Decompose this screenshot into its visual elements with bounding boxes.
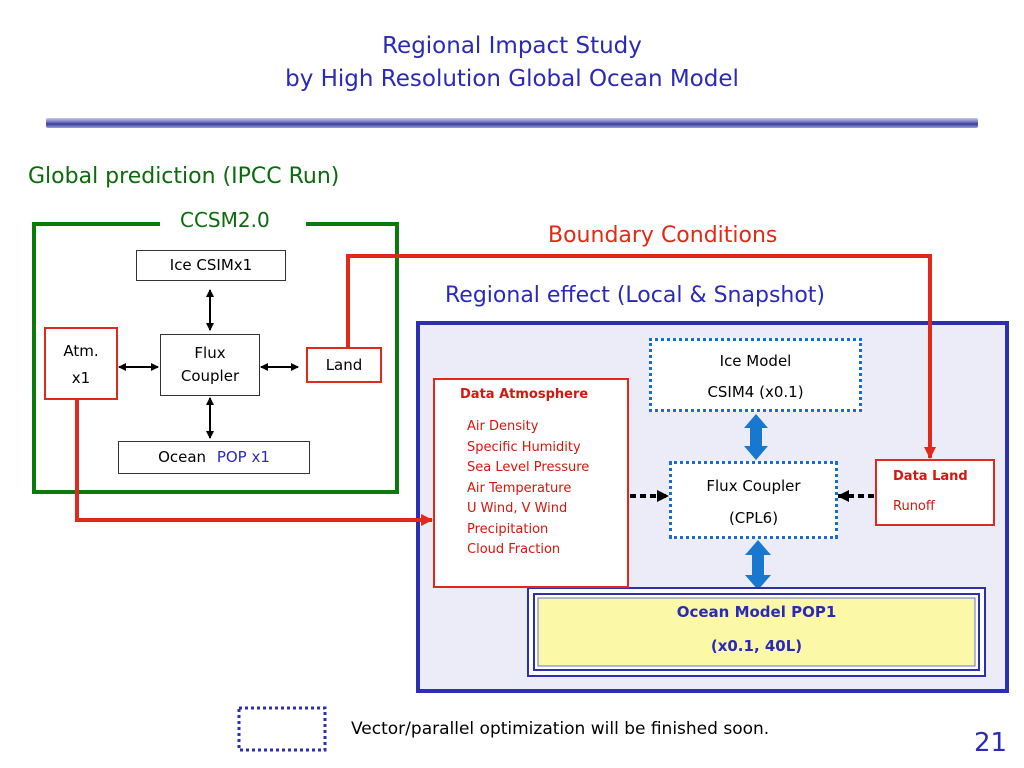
legend-text: Vector/parallel optimization will be fin… [351, 719, 770, 739]
ccsm-atm-box: Atm. x1 [44, 327, 118, 400]
ocean-model-line2: (x0.1, 40L) [710, 637, 803, 655]
list-item: Precipitation [467, 521, 549, 537]
page-number: 21 [974, 728, 1008, 758]
data-atmosphere-box: Data Atmosphere Air Density Specific Hum… [433, 378, 629, 588]
flux-coupler-line2: (CPL6) [728, 509, 779, 527]
red-line-atm-to-data-atmosphere [75, 400, 433, 526]
data-atmosphere-title: Data Atmosphere [460, 387, 589, 402]
red-line-land-to-data-land [346, 254, 936, 459]
flux-coupler-line1: Flux Coupler [706, 477, 801, 495]
list-item: Air Density [467, 419, 539, 434]
title-line-1: Regional Impact Study [382, 33, 642, 59]
ccsm-label: CCSM2.0 [180, 208, 270, 232]
ccsm-ice-box: Ice CSIMx1 [136, 250, 286, 281]
ccsm-flux-line2: Coupler [180, 367, 240, 385]
data-land-box: Data Land Runoff [875, 459, 995, 526]
ccsm-ice-label: Ice CSIMx1 [169, 256, 253, 274]
ccsm-land-label: Land [325, 356, 363, 374]
ccsm-flux-coupler-box: Flux Coupler [160, 334, 260, 396]
flux-coupler-box: Flux Coupler (CPL6) [669, 461, 838, 539]
blue-double-arrow-top [744, 414, 768, 460]
data-land-runoff: Runoff [893, 499, 935, 514]
ocean-model-fill [537, 597, 976, 667]
boundary-conditions-label: Boundary Conditions [548, 223, 778, 248]
list-item: U Wind, V Wind [467, 501, 568, 516]
title-divider [46, 118, 978, 128]
ocean-model-line1: Ocean Model POP1 [676, 603, 837, 621]
ccsm-flux-line1: Flux [194, 344, 226, 362]
list-item: Air Temperature [467, 480, 572, 496]
ccsm-atm-resolution: x1 [71, 369, 91, 387]
ccsm-land-box: Land [306, 347, 382, 383]
legend-dotted-box [237, 706, 327, 752]
list-item: Specific Humidity [467, 439, 581, 455]
ccsm-atm-label: Atm. [63, 342, 99, 360]
title-line-2: by High Resolution Global Ocean Model [285, 66, 739, 92]
regional-effect-heading-text: Regional effect (Local & Snapshot) [445, 283, 826, 308]
ccsm-frame [32, 222, 399, 494]
ccsm-ocean-box: Ocean POP x1 [118, 441, 310, 474]
ccsm-ocean-prefix: Ocean [158, 448, 207, 466]
ccsm-ocean-model: POP x1 [216, 448, 270, 466]
data-atmosphere-list: Air Density Specific Humidity Sea Level … [467, 417, 589, 561]
ice-model-box: Ice Model CSIM4 (x0.1) [649, 338, 862, 412]
ice-model-line2: CSIM4 (x0.1) [707, 383, 804, 401]
global-prediction-heading: Global prediction (IPCC Run) [28, 164, 340, 189]
data-land-title: Data Land [893, 469, 968, 484]
list-item: Sea Level Pressure [467, 460, 590, 475]
ice-model-line1: Ice Model [719, 352, 792, 370]
list-item: Cloud Fraction [467, 542, 561, 557]
blue-double-arrow-bottom [745, 540, 771, 590]
